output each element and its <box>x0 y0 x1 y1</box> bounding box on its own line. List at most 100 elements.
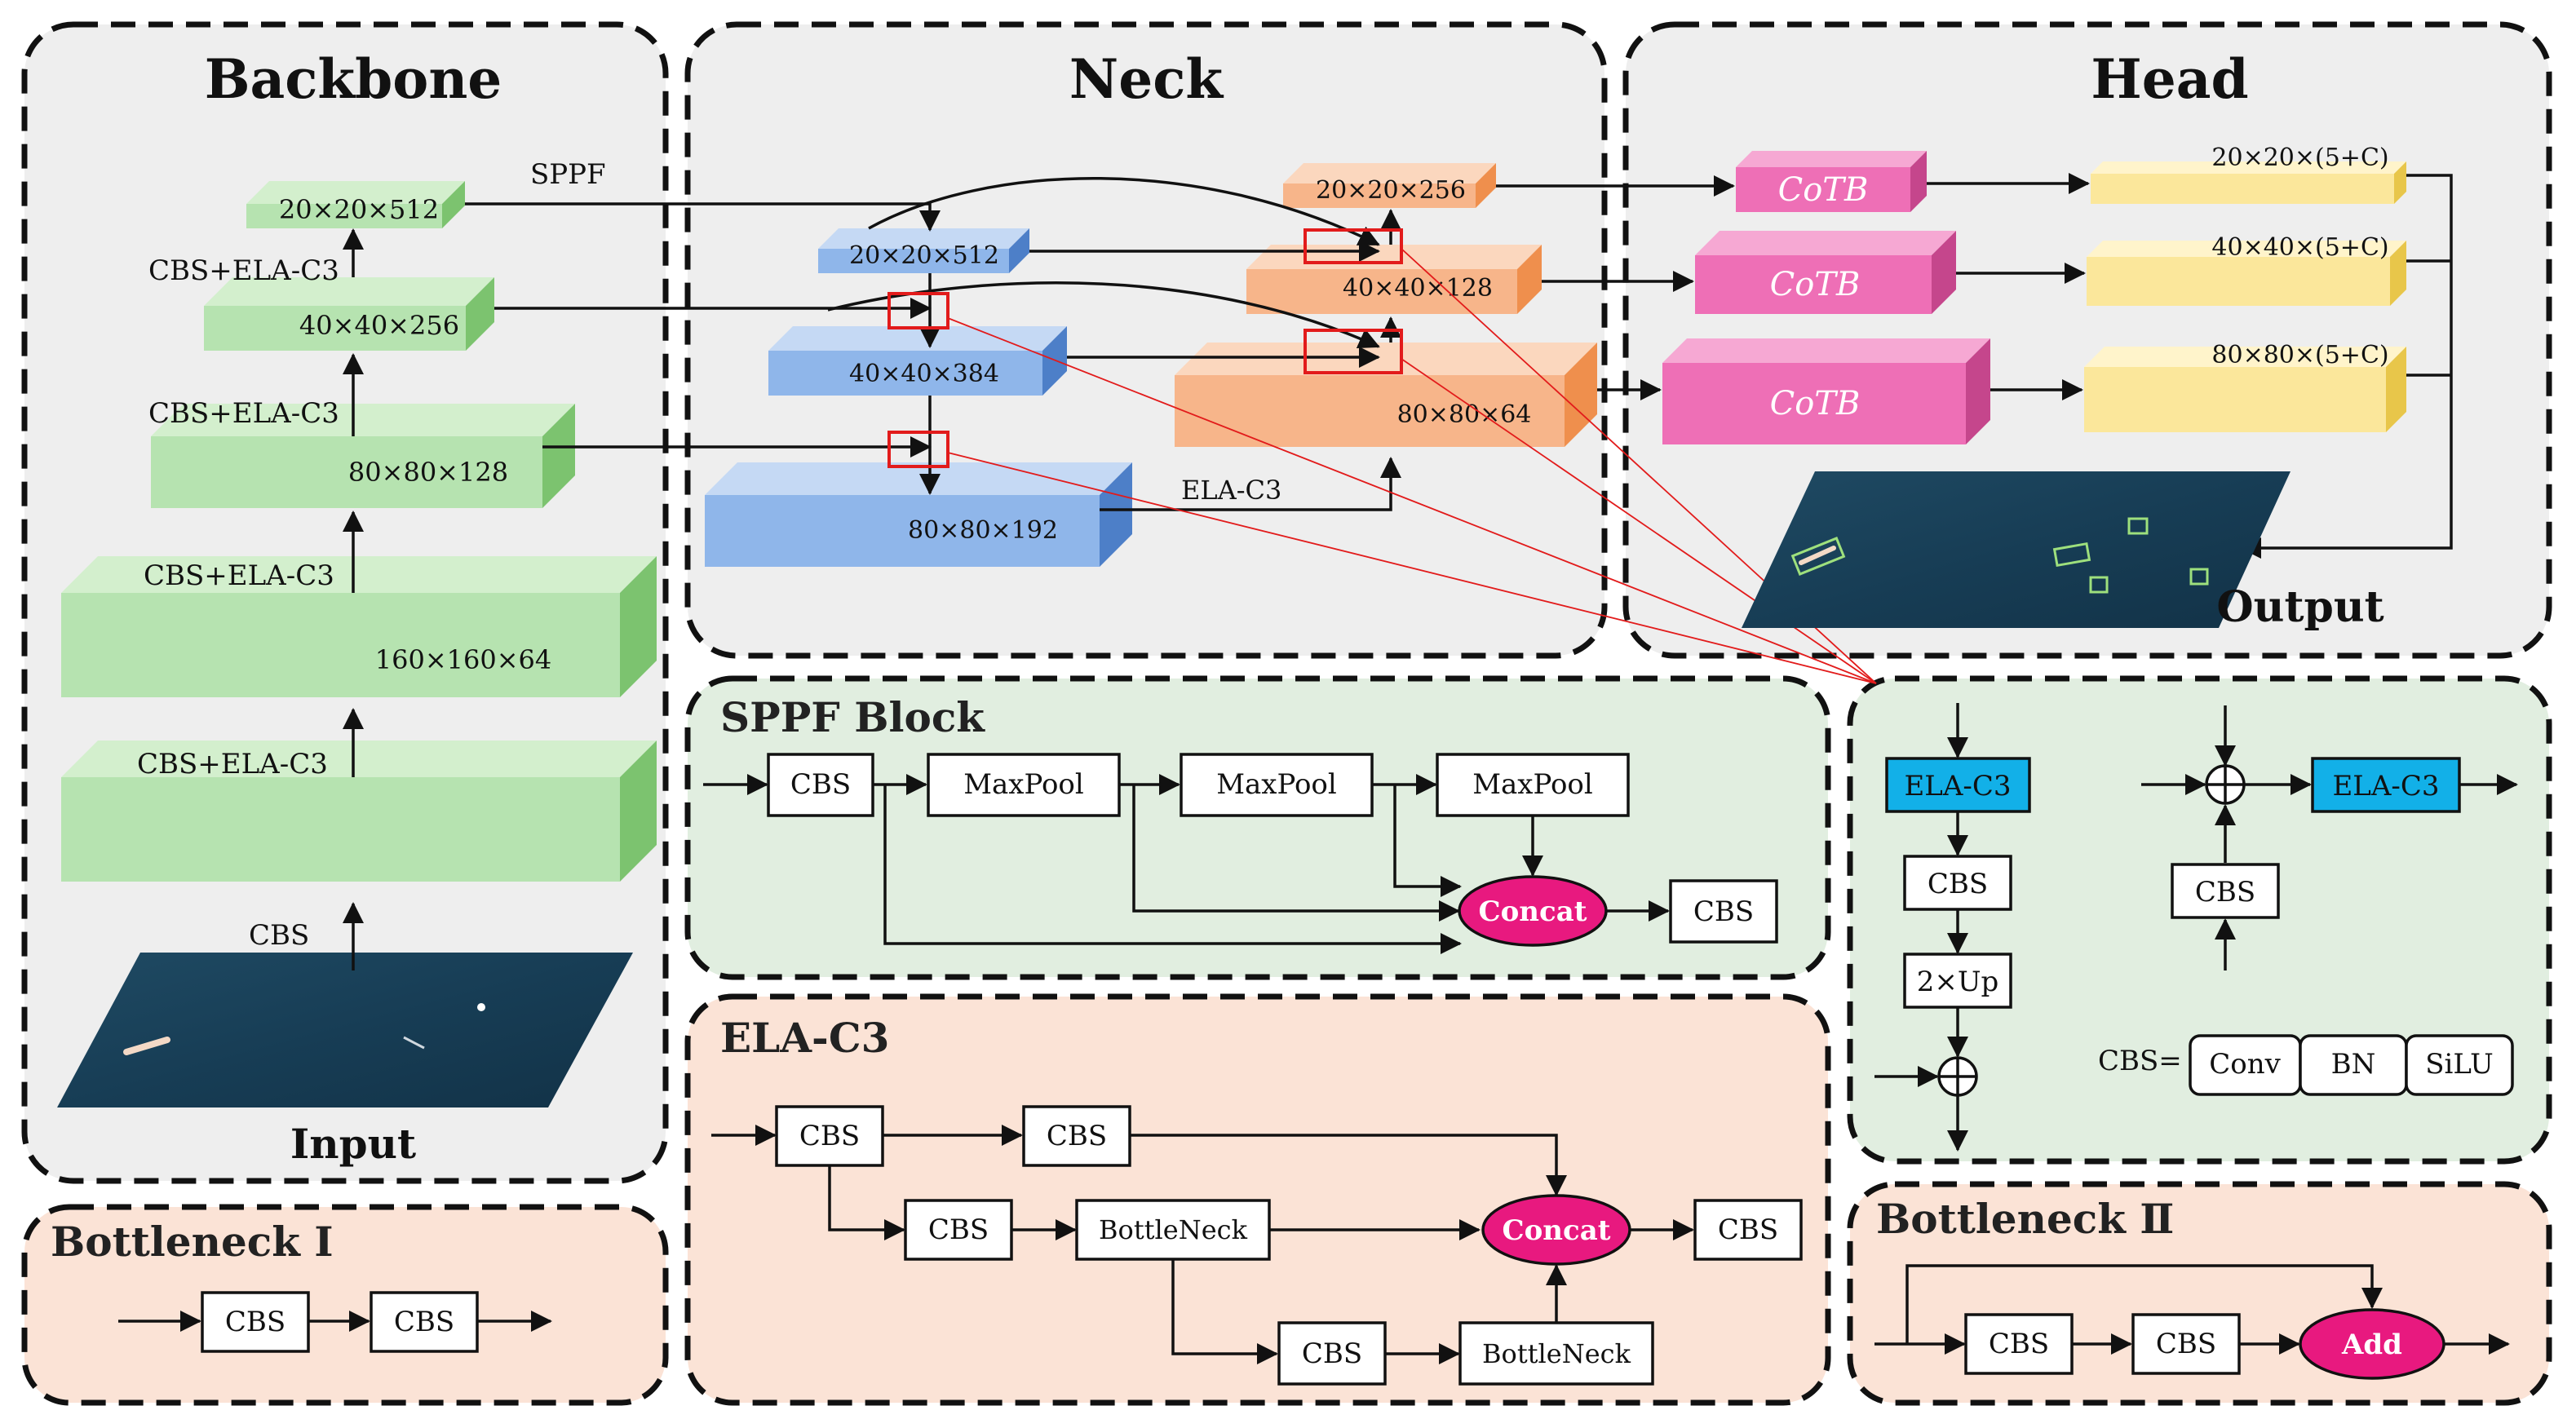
sppf-cbs-out-box <box>1669 879 1778 944</box>
neck-blue-layer-1: 20×20×512 <box>818 228 1029 273</box>
sppf-concat-label: Concat <box>1479 895 1587 928</box>
sppf-title: SPPF Block <box>720 693 985 741</box>
backbone-layer-5 <box>61 741 657 882</box>
ela-cbs-c-label: CBS <box>928 1214 989 1246</box>
ela-c3-block-diagram: CBS CBS CBS BottleNeck Concat CBS CBS Bo… <box>711 1105 1803 1386</box>
ela-cbs-b-label: CBS <box>1047 1120 1107 1152</box>
neck-blue-layer-3-label: 80×80×192 <box>908 516 1058 545</box>
head-output-3: 80×80×(5+C) <box>2084 341 2406 432</box>
detection-box-icon <box>2189 568 2209 586</box>
sppf-cbs-out-label: CBS <box>1693 895 1754 928</box>
ela-bottleneck-a-box <box>1075 1199 1271 1261</box>
neck-orange-layer-2-label: 40×40×128 <box>1343 274 1493 303</box>
detail-ela-left-box <box>1885 757 2031 813</box>
neck-orange-layer-1-label: 20×20×256 <box>1316 176 1466 205</box>
neck-orange-layer-2: 40×40×128 <box>1246 245 1542 314</box>
neck-ela-label: ELA-C3 <box>1181 475 1281 506</box>
input-label: Input <box>290 1120 416 1168</box>
ela-cbs-c-box <box>904 1199 1013 1261</box>
detection-box-icon <box>2127 517 2149 535</box>
head-output-2-label: 40×40×(5+C) <box>2211 233 2388 262</box>
cotb-block-1: CoTB <box>1736 151 1927 212</box>
detail-bn-label: BN <box>2331 1048 2376 1081</box>
sppf-cbs-label: CBS <box>790 768 851 801</box>
detail-conv-label: Conv <box>2209 1048 2281 1081</box>
ela-bottleneck-b-label: BottleNeck <box>1482 1338 1631 1369</box>
head-output-3-label: 80×80×(5+C) <box>2211 341 2388 369</box>
cotb-label-3: CoTB <box>1770 385 1861 422</box>
bottleneck-1-diagram: CBS CBS <box>118 1291 552 1353</box>
bn2-cbs-1-label: CBS <box>1989 1328 2049 1360</box>
output-label: Output <box>2216 582 2383 632</box>
detection-box-icon <box>1790 537 1846 576</box>
sppf-maxpool-1-box <box>927 753 1121 817</box>
backbone-layer-2-label: 40×40×256 <box>299 310 459 341</box>
ela-cbs-b-box <box>1022 1105 1131 1167</box>
neck-orange-layer-1: 20×20×256 <box>1283 163 1496 208</box>
bottleneck-1-title: Bottleneck Ⅰ <box>51 1218 334 1266</box>
bottleneck-1-panel: Bottleneck Ⅰ <box>21 1204 669 1406</box>
backbone-layer-4: 160×160×64 <box>61 556 657 697</box>
backbone-op-3: CBS+ELA-C3 <box>144 559 334 592</box>
bn2-cbs-2-label: CBS <box>2156 1328 2216 1360</box>
ela-cbs-out-label: CBS <box>1718 1214 1778 1246</box>
detection-box-icon <box>2052 542 2091 568</box>
backbone-op-2: CBS+ELA-C3 <box>148 397 339 430</box>
cotb-block-2: CoTB <box>1695 231 1956 314</box>
ship-icon <box>1799 546 1836 565</box>
sppf-panel: SPPF Block <box>684 675 1831 980</box>
backbone-layer-1-label: 20×20×512 <box>279 194 439 225</box>
ela-cbs-d-box <box>1277 1321 1387 1386</box>
neck-blue-layer-2: 40×40×384 <box>768 326 1067 396</box>
sppf-maxpool-1-label: MaxPool <box>963 768 1084 801</box>
backbone-title: Backbone <box>205 47 502 111</box>
ela-bottleneck-b-box <box>1458 1321 1654 1386</box>
bottleneck-2-diagram: CBS CBS Add <box>1874 1264 2510 1380</box>
sppf-block-diagram: CBS MaxPool MaxPool MaxPool Concat CBS <box>703 753 1778 954</box>
head-connections <box>1496 173 2453 559</box>
cotb-label-2: CoTB <box>1770 266 1861 303</box>
backbone-layer-2: 40×40×256 <box>204 277 494 351</box>
sppf-maxpool-3-label: MaxPool <box>1472 768 1593 801</box>
backbone-op-sppf: SPPF <box>530 158 606 191</box>
backbone-layer-3-label: 80×80×128 <box>348 457 508 488</box>
head-output-2: 40×40×(5+C) <box>2087 233 2406 306</box>
neck-blue-layer-3: 80×80×192 <box>705 462 1132 567</box>
bn2-add-label: Add <box>2341 1329 2402 1361</box>
detail-add-left-icon <box>1937 1056 1978 1097</box>
detail-up-label: 2×Up <box>1917 966 1999 998</box>
detail-silu-label: SiLU <box>2425 1048 2494 1081</box>
backbone-layer-4-label: 160×160×64 <box>375 644 552 675</box>
detail-ela-left-label: ELA-C3 <box>1904 770 2011 802</box>
neck-blue-layer-1-label: 20×20×512 <box>849 241 999 270</box>
neck-orange-layer-3-label: 80×80×64 <box>1397 400 1532 429</box>
input-image: Input <box>57 953 633 1168</box>
bottleneck-2-title: Bottleneck Ⅱ <box>1876 1195 2174 1243</box>
detection-box-icon <box>2089 576 2109 594</box>
detail-cbs-def-label: CBS= <box>2098 1045 2182 1077</box>
ela-concat-label: Concat <box>1503 1214 1611 1247</box>
output-image: Output <box>1742 471 2384 632</box>
head-output-1-label: 20×20×(5+C) <box>2211 144 2388 172</box>
backbone-layer-3: 80×80×128 <box>151 404 575 508</box>
sppf-cbs-box <box>767 753 874 817</box>
head-title: Head <box>2091 47 2248 111</box>
ela-cbs-d-label: CBS <box>1302 1337 1362 1370</box>
cotb-label-1: CoTB <box>1778 171 1869 209</box>
detail-cbs-right-label: CBS <box>2195 876 2255 909</box>
detail-ela-right-box <box>2311 757 2461 813</box>
detail-diagram: ELA-C3 CBS 2×Up ELA-C3 CBS CBS= <box>1874 703 2518 1152</box>
ela-bottleneck-a-label: BottleNeck <box>1099 1214 1248 1245</box>
backbone-layer-1: 20×20×512 <box>246 181 465 228</box>
detail-add-right-icon <box>2205 764 2246 805</box>
bn1-cbs-2-label: CBS <box>394 1306 454 1338</box>
ela-cbs-a-box <box>775 1105 884 1167</box>
detail-cbs-left-box <box>1903 855 2012 911</box>
backbone-op-5: CBS <box>249 919 309 952</box>
ela-c3-title: ELA-C3 <box>720 1014 889 1062</box>
backbone-op-4: CBS+ELA-C3 <box>137 748 328 780</box>
ela-cbs-a-label: CBS <box>799 1120 860 1152</box>
backbone-op-1: CBS+ELA-C3 <box>148 254 339 287</box>
cotb-block-3: CoTB <box>1662 338 1990 444</box>
